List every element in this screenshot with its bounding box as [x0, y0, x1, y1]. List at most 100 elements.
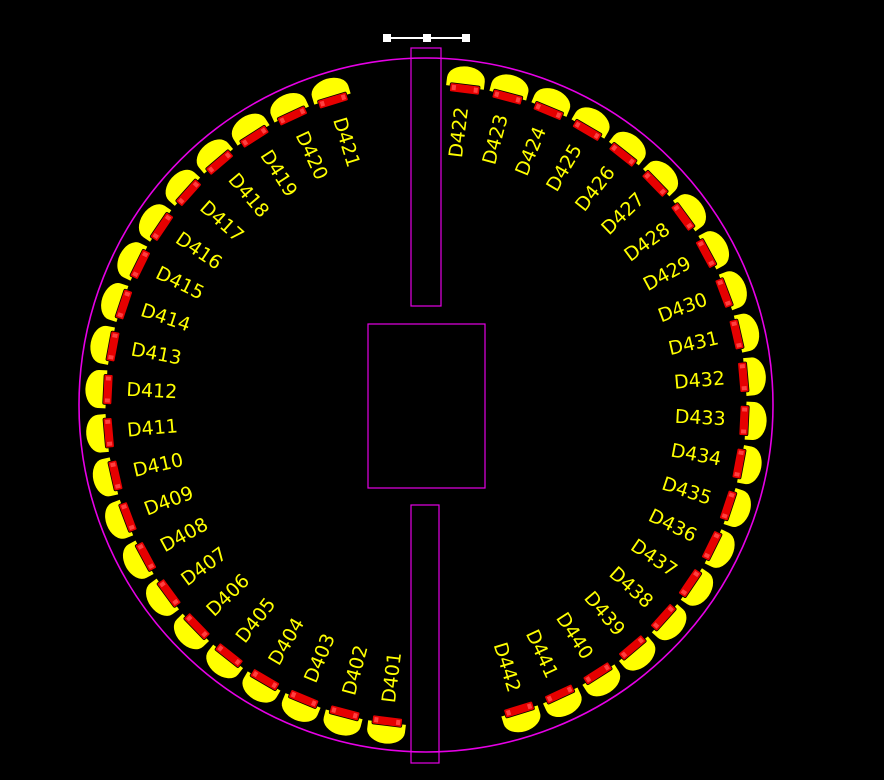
measure-handle-mid[interactable]	[423, 34, 431, 42]
led-body	[276, 105, 308, 127]
led-terminal	[731, 321, 738, 327]
led-D427[interactable]	[639, 154, 685, 200]
led-terminal	[555, 112, 562, 119]
led-terminal	[395, 719, 401, 726]
led-terminal	[260, 127, 267, 134]
led-D439[interactable]	[615, 632, 661, 677]
led-pad	[122, 540, 154, 579]
led-terminal	[141, 251, 149, 258]
led-D408[interactable]	[117, 538, 159, 584]
led-D403[interactable]	[277, 688, 322, 728]
led-terminal	[593, 132, 600, 140]
led-D434[interactable]	[731, 444, 765, 486]
led-D406[interactable]	[168, 609, 214, 655]
led-pad	[270, 93, 309, 123]
led-body	[737, 361, 750, 393]
led-D436[interactable]	[699, 527, 740, 573]
led-D442[interactable]	[500, 700, 544, 737]
led-D417[interactable]	[159, 164, 204, 210]
led-D435[interactable]	[718, 486, 756, 531]
led-terminal	[208, 166, 215, 173]
led-terminal	[535, 103, 542, 110]
led-pad	[311, 77, 351, 105]
led-terminal	[124, 291, 131, 297]
led-D418[interactable]	[191, 133, 237, 178]
led-D410[interactable]	[89, 456, 124, 499]
led-pad	[723, 487, 751, 527]
led-terminal	[717, 279, 724, 286]
led-D413[interactable]	[87, 324, 121, 366]
measure-tool[interactable]	[383, 34, 470, 42]
led-D422[interactable]	[445, 64, 486, 96]
led-D425[interactable]	[568, 101, 614, 144]
led-D412[interactable]	[84, 369, 114, 409]
led-D405[interactable]	[200, 640, 247, 685]
led-pad	[101, 283, 129, 323]
led-D404[interactable]	[237, 666, 283, 709]
led-pad	[117, 242, 148, 281]
led-D428[interactable]	[668, 188, 712, 235]
led-D402[interactable]	[320, 704, 364, 740]
led-D426[interactable]	[605, 125, 652, 170]
led-terminal	[515, 96, 521, 103]
led-terminal	[164, 214, 172, 221]
led-pad	[642, 160, 679, 197]
led-D415[interactable]	[112, 237, 153, 283]
led-pad	[105, 499, 134, 539]
led-D438[interactable]	[647, 600, 692, 646]
led-D409[interactable]	[100, 498, 139, 543]
led-body	[738, 404, 750, 437]
led-terminal	[659, 188, 666, 195]
led-pad	[608, 131, 646, 166]
led-D437[interactable]	[676, 565, 720, 612]
led-ring	[84, 64, 768, 745]
led-D440[interactable]	[579, 659, 626, 702]
led-pad	[651, 604, 687, 641]
led-pad	[242, 671, 281, 703]
led-pad	[543, 687, 582, 717]
led-body	[731, 447, 747, 480]
led-D401[interactable]	[366, 714, 407, 745]
led-D420[interactable]	[266, 87, 312, 127]
upper-slot-cutout	[410, 47, 442, 307]
led-D411[interactable]	[85, 413, 115, 453]
led-body	[719, 489, 738, 522]
led-terminal	[739, 364, 746, 369]
led-D441[interactable]	[540, 682, 586, 722]
led-body	[532, 101, 564, 121]
led-terminal	[693, 570, 700, 578]
led-D432[interactable]	[737, 356, 767, 397]
led-D430[interactable]	[713, 267, 752, 312]
led-D431[interactable]	[728, 311, 763, 354]
led-D419[interactable]	[226, 107, 273, 150]
led-body	[102, 373, 114, 406]
led-D416[interactable]	[133, 199, 177, 246]
led-D421[interactable]	[308, 73, 352, 110]
led-D407[interactable]	[140, 575, 184, 622]
led-body	[371, 714, 403, 728]
led-pad	[231, 113, 270, 146]
led-terminal	[331, 707, 337, 714]
led-terminal	[742, 407, 748, 412]
led-D429[interactable]	[693, 226, 735, 272]
measure-handle-right[interactable]	[462, 34, 470, 42]
led-label-d412: D412	[126, 379, 178, 403]
led-body	[701, 530, 723, 561]
led-body	[288, 689, 320, 709]
led-D433[interactable]	[738, 401, 768, 440]
led-pad	[196, 139, 234, 174]
led-D423[interactable]	[488, 70, 532, 106]
led-pad	[531, 88, 571, 117]
led-D424[interactable]	[529, 83, 574, 123]
led-body	[129, 249, 151, 280]
led-D414[interactable]	[96, 279, 134, 324]
led-pad	[323, 709, 363, 736]
measure-handle-left[interactable]	[383, 34, 391, 42]
led-terminal	[147, 563, 155, 570]
led-terminal	[374, 717, 379, 723]
led-pad	[206, 644, 244, 679]
led-terminal	[703, 552, 711, 559]
led-terminal	[352, 712, 358, 719]
